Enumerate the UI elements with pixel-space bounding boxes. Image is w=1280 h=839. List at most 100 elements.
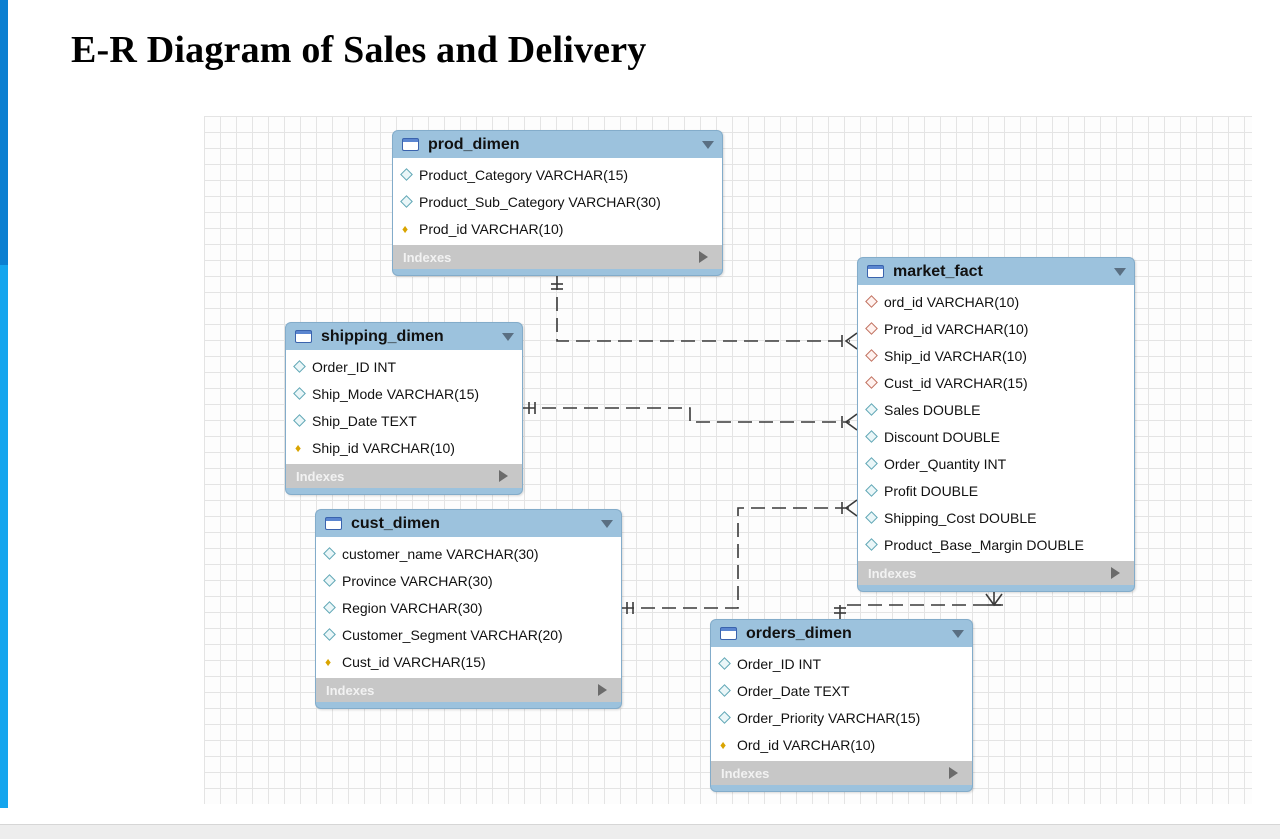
attribute-label: Prod_id VARCHAR(10) — [884, 320, 1029, 337]
indexes-label: Indexes — [403, 249, 452, 265]
entity-header[interactable]: market_fact — [858, 258, 1134, 285]
attribute-row-foreign-key[interactable]: Cust_id VARCHAR(15) — [858, 369, 1134, 396]
page-title: E-R Diagram of Sales and Delivery — [71, 29, 647, 71]
fk-diamond-icon — [865, 295, 878, 308]
diamond-icon — [323, 547, 336, 560]
attribute-label: customer_name VARCHAR(30) — [342, 545, 539, 562]
attribute-label: Order_ID INT — [737, 655, 822, 672]
attribute-row[interactable]: Order_Quantity INT — [858, 450, 1134, 477]
diamond-icon — [400, 168, 413, 181]
attribute-row[interactable]: Region VARCHAR(30) — [316, 594, 621, 621]
attribute-label: Ship_Date TEXT — [312, 412, 417, 429]
entity-header[interactable]: shipping_dimen — [286, 323, 522, 350]
attribute-row-primary-key[interactable]: ♦Cust_id VARCHAR(15) — [316, 648, 621, 675]
attribute-row[interactable]: Ship_Mode VARCHAR(15) — [286, 380, 522, 407]
entity-header[interactable]: cust_dimen — [316, 510, 621, 537]
bottom-bar — [0, 824, 1280, 839]
entity-header[interactable]: prod_dimen — [393, 131, 722, 158]
attribute-row[interactable]: Order_ID INT — [711, 650, 972, 677]
diamond-icon — [718, 711, 731, 724]
attribute-label: Prod_id VARCHAR(10) — [419, 220, 564, 237]
attribute-label: Cust_id VARCHAR(15) — [884, 374, 1028, 391]
attribute-row[interactable]: Profit DOUBLE — [858, 477, 1134, 504]
attribute-row-foreign-key[interactable]: ord_id VARCHAR(10) — [858, 288, 1134, 315]
indexes-toggle[interactable]: Indexes — [316, 678, 621, 702]
attribute-row-primary-key[interactable]: ♦ Ord_id VARCHAR(10) — [711, 731, 972, 758]
crowfoot-prod — [844, 332, 858, 350]
diamond-icon — [293, 387, 306, 400]
entity-prod-dimen[interactable]: prod_dimen Product_Category VARCHAR(15) … — [392, 130, 723, 276]
attribute-row[interactable]: Province VARCHAR(30) — [316, 567, 621, 594]
relationship-prod-market — [556, 276, 850, 342]
table-icon — [325, 517, 342, 530]
attribute-row[interactable]: Product_Sub_Category VARCHAR(30) — [393, 188, 722, 215]
attribute-row[interactable]: Ship_Date TEXT — [286, 407, 522, 434]
entity-orders-dimen[interactable]: orders_dimen Order_ID INT Order_Date TEX… — [710, 619, 973, 792]
attribute-row[interactable]: Product_Base_Margin DOUBLE — [858, 531, 1134, 558]
attribute-label: ord_id VARCHAR(10) — [884, 293, 1020, 310]
entity-name: shipping_dimen — [321, 327, 444, 345]
attribute-row[interactable]: customer_name VARCHAR(30) — [316, 540, 621, 567]
indexes-label: Indexes — [326, 682, 375, 698]
attribute-row[interactable]: Sales DOUBLE — [858, 396, 1134, 423]
attribute-row[interactable]: Order_Priority VARCHAR(15) — [711, 704, 972, 731]
attribute-row[interactable]: Shipping_Cost DOUBLE — [858, 504, 1134, 531]
entity-name: orders_dimen — [746, 624, 852, 642]
entity-name: market_fact — [893, 262, 983, 280]
diamond-icon — [293, 414, 306, 427]
chevron-right-icon — [499, 470, 508, 482]
indexes-toggle[interactable]: Indexes — [286, 464, 522, 488]
diamond-icon — [323, 628, 336, 641]
chevron-right-icon — [949, 767, 958, 779]
attribute-label: Region VARCHAR(30) — [342, 599, 483, 616]
attribute-row[interactable]: Discount DOUBLE — [858, 423, 1134, 450]
fk-diamond-icon — [865, 349, 878, 362]
attribute-row[interactable]: Product_Category VARCHAR(15) — [393, 161, 722, 188]
crowfoot-cust — [844, 499, 858, 517]
attribute-row-foreign-key[interactable]: Ship_id VARCHAR(10) — [858, 342, 1134, 369]
attribute-list: Order_ID INT Order_Date TEXT Order_Prior… — [711, 647, 972, 761]
chevron-right-icon — [699, 251, 708, 263]
attribute-row[interactable]: Customer_Segment VARCHAR(20) — [316, 621, 621, 648]
attribute-row-primary-key[interactable]: ♦Prod_id VARCHAR(10) — [393, 215, 722, 242]
entity-cust-dimen[interactable]: cust_dimen customer_name VARCHAR(30) Pro… — [315, 509, 622, 709]
attribute-label: Order_ID INT — [312, 358, 397, 375]
fk-diamond-icon — [865, 322, 878, 335]
attribute-label: Ship_id VARCHAR(10) — [312, 439, 455, 456]
entity-header[interactable]: orders_dimen — [711, 620, 972, 647]
diamond-icon — [323, 574, 336, 587]
attribute-label: Order_Quantity INT — [884, 455, 1007, 472]
diamond-icon — [323, 601, 336, 614]
attribute-list: customer_name VARCHAR(30) Province VARCH… — [316, 537, 621, 678]
attribute-label: Discount DOUBLE — [884, 428, 1000, 445]
key-icon: ♦ — [720, 737, 727, 752]
entity-market-fact[interactable]: market_fact ord_id VARCHAR(10) Prod_id V… — [857, 257, 1135, 592]
indexes-toggle[interactable]: Indexes — [393, 245, 722, 269]
left-accent-bar — [0, 0, 8, 808]
entity-shipping-dimen[interactable]: shipping_dimen Order_ID INT Ship_Mode VA… — [285, 322, 523, 495]
attribute-row-foreign-key[interactable]: Prod_id VARCHAR(10) — [858, 315, 1134, 342]
diamond-icon — [865, 511, 878, 524]
indexes-label: Indexes — [296, 468, 345, 484]
attribute-row[interactable]: Order_ID INT — [286, 353, 522, 380]
chevron-down-icon[interactable] — [502, 332, 514, 341]
attribute-label: Ship_Mode VARCHAR(15) — [312, 385, 480, 402]
attribute-row-primary-key[interactable]: ♦Ship_id VARCHAR(10) — [286, 434, 522, 461]
attribute-label: Cust_id VARCHAR(15) — [342, 653, 486, 670]
chevron-right-icon — [598, 684, 607, 696]
chevron-down-icon[interactable] — [1114, 267, 1126, 276]
attribute-label: Province VARCHAR(30) — [342, 572, 493, 589]
relationship-orders-market — [839, 604, 1003, 619]
indexes-toggle[interactable]: Indexes — [711, 761, 972, 785]
indexes-label: Indexes — [721, 765, 770, 781]
chevron-down-icon[interactable] — [601, 519, 613, 528]
attribute-row[interactable]: Order_Date TEXT — [711, 677, 972, 704]
chevron-down-icon[interactable] — [952, 629, 964, 638]
table-icon — [720, 627, 737, 640]
attribute-label: Ord_id VARCHAR(10) — [737, 736, 876, 753]
indexes-label: Indexes — [868, 565, 917, 581]
diamond-icon — [865, 484, 878, 497]
indexes-toggle[interactable]: Indexes — [858, 561, 1134, 585]
chevron-down-icon[interactable] — [702, 140, 714, 149]
diamond-icon — [865, 403, 878, 416]
